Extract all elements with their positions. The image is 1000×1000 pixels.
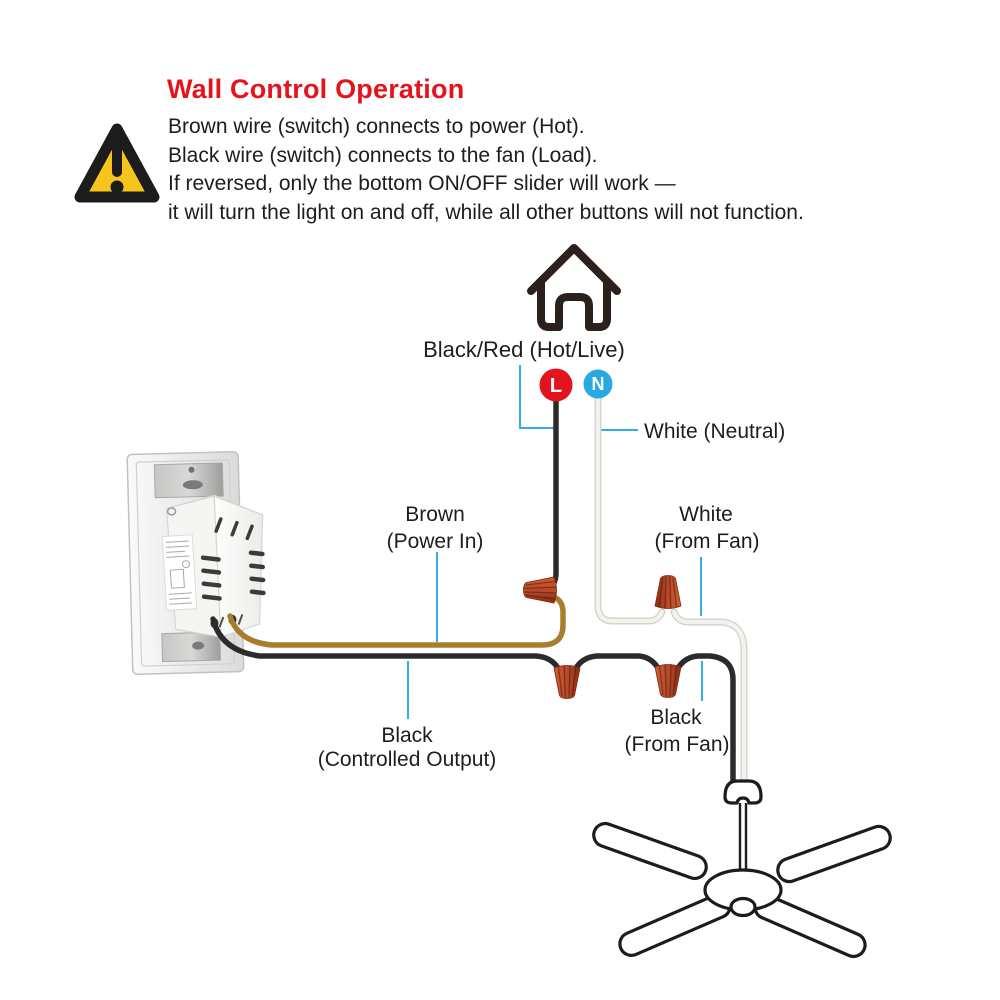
black-hot-wire (544, 389, 559, 592)
instruction-line: it will turn the light on and off, while… (168, 200, 804, 224)
instruction-line: If reversed, only the bottom ON/OFF slid… (168, 172, 676, 196)
wires (210, 389, 748, 792)
house-icon (527, 244, 621, 331)
wire-nut-icon (553, 664, 581, 700)
label-hot-live: Black/Red (Hot/Live) (423, 337, 625, 362)
wire-nut-icon (654, 574, 682, 610)
leader-hot-live (519, 365, 555, 429)
black-controlled-output-wire (210, 616, 736, 789)
fan-knob (729, 896, 757, 918)
wire-nut-icon (522, 576, 558, 604)
ceiling-fan-icon (592, 779, 892, 959)
label-neutral: White (Neutral) (644, 420, 786, 443)
instruction-line: Brown wire (switch) connects to power (H… (168, 115, 585, 138)
fan-canopy (723, 779, 763, 805)
device-body (161, 494, 266, 638)
label-power-in: Brown (405, 503, 465, 526)
mounting-strap (153, 462, 224, 663)
svg-text:N: N (592, 374, 605, 394)
label-controlled-output: Black (381, 724, 433, 747)
wire-nuts (522, 574, 682, 700)
label-white-from-fan: (From Fan) (654, 530, 760, 553)
warning-triangle-icon (74, 123, 160, 203)
instruction-text: Brown wire (switch) connects to power (H… (168, 113, 804, 227)
label-black-from-fan: Black (650, 706, 702, 729)
page-title: Wall Control Operation (167, 74, 465, 104)
label-black-from-fan: (From Fan) (624, 733, 730, 756)
spec-label (161, 534, 198, 611)
fan-blades (592, 821, 892, 959)
brown-power-in-wire (227, 594, 566, 648)
label-controlled-output: (Controlled Output) (317, 748, 497, 771)
neutral-badge: N (583, 369, 613, 399)
label-white-from-fan: White (679, 503, 733, 526)
label-power-in: (Power In) (386, 530, 484, 553)
svg-text:L: L (550, 375, 562, 397)
wire-nut-icon (654, 663, 682, 699)
live-badge: L (539, 368, 573, 402)
leader-lines (407, 365, 703, 719)
instruction-line: Black wire (switch) connects to the fan … (168, 143, 598, 167)
